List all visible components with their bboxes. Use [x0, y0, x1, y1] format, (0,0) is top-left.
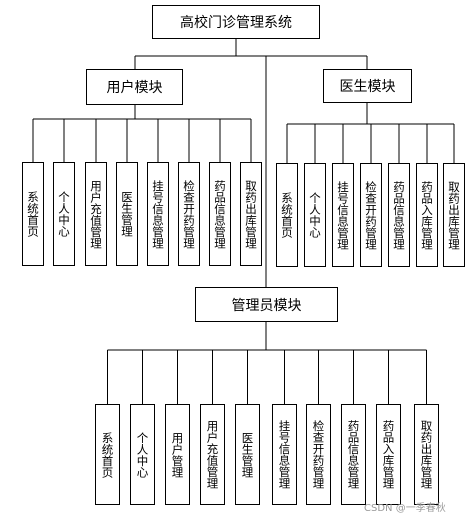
doctor-child-node: 系统首页 — [276, 163, 298, 267]
admin-child-label: 医生管理 — [240, 431, 255, 478]
doctor-child-node: 取药出库管理 — [443, 163, 465, 267]
doctor-child-node: 药品信息管理 — [388, 163, 410, 267]
user-child-label: 取药出库管理 — [244, 179, 258, 249]
admin-child-label: 取药出库管理 — [419, 420, 434, 489]
user-child-label: 系统首页 — [26, 191, 40, 237]
user-child-node: 用户充值管理 — [85, 162, 107, 266]
root-node: 高校门诊管理系统 — [152, 5, 320, 39]
admin-child-label: 用户管理 — [170, 431, 185, 478]
doctor-child-label: 检查开药管理 — [364, 180, 378, 250]
admin-child-node: 用户充值管理 — [200, 404, 225, 505]
doctor-child-label: 药品入库管理 — [420, 180, 434, 250]
doctor-child-label: 取药出库管理 — [447, 180, 461, 250]
user-child-label: 挂号信息管理 — [151, 179, 165, 249]
doctor-child-node: 个人中心 — [304, 163, 326, 267]
admin-child-node: 药品信息管理 — [341, 404, 366, 505]
root-node-label: 高校门诊管理系统 — [180, 15, 292, 31]
admin-child-node: 用户管理 — [165, 404, 190, 505]
doctor-child-label: 挂号信息管理 — [336, 180, 350, 250]
user-module-label: 用户模块 — [106, 80, 163, 96]
admin-child-node: 个人中心 — [130, 404, 155, 505]
user-child-node: 药品信息管理 — [209, 162, 231, 266]
admin-child-node: 医生管理 — [235, 404, 260, 505]
user-child-node: 取药出库管理 — [240, 162, 262, 266]
admin-child-label: 个人中心 — [135, 431, 150, 478]
doctor-child-node: 药品入库管理 — [416, 163, 438, 267]
doctor-module-label: 医生模块 — [339, 79, 396, 95]
admin-child-node: 取药出库管理 — [414, 404, 439, 505]
doctor-child-node: 挂号信息管理 — [332, 163, 354, 267]
admin-child-node: 挂号信息管理 — [272, 404, 297, 505]
user-child-node: 医生管理 — [116, 162, 138, 266]
user-child-label: 检查开药管理 — [182, 179, 196, 249]
doctor-child-node: 检查开药管理 — [360, 163, 382, 267]
user-child-node: 个人中心 — [53, 162, 75, 266]
user-child-node: 挂号信息管理 — [147, 162, 169, 266]
admin-child-node: 检查开药管理 — [306, 404, 331, 505]
admin-module-label: 管理员模块 — [231, 297, 302, 314]
user-child-node: 系统首页 — [22, 162, 44, 266]
admin-module-node: 管理员模块 — [195, 287, 338, 322]
doctor-child-label: 个人中心 — [308, 192, 322, 238]
user-child-label: 药品信息管理 — [213, 179, 227, 249]
admin-child-label: 挂号信息管理 — [277, 420, 292, 489]
user-child-label: 医生管理 — [120, 191, 134, 237]
doctor-module-node: 医生模块 — [323, 69, 412, 103]
admin-child-node: 系统首页 — [95, 404, 120, 505]
user-child-label: 用户充值管理 — [89, 179, 103, 249]
admin-child-label: 用户充值管理 — [205, 420, 220, 489]
user-child-label: 个人中心 — [57, 191, 71, 237]
admin-child-label: 系统首页 — [100, 431, 115, 478]
admin-child-node: 药品入库管理 — [376, 404, 401, 505]
doctor-child-label: 系统首页 — [280, 192, 294, 238]
user-child-node: 检查开药管理 — [178, 162, 200, 266]
user-module-node: 用户模块 — [86, 69, 183, 105]
admin-child-label: 药品信息管理 — [346, 420, 361, 489]
admin-child-label: 检查开药管理 — [311, 420, 326, 489]
admin-child-label: 药品入库管理 — [381, 420, 396, 489]
watermark: CSDN @一季春秋 — [364, 503, 446, 514]
doctor-child-label: 药品信息管理 — [392, 180, 406, 250]
